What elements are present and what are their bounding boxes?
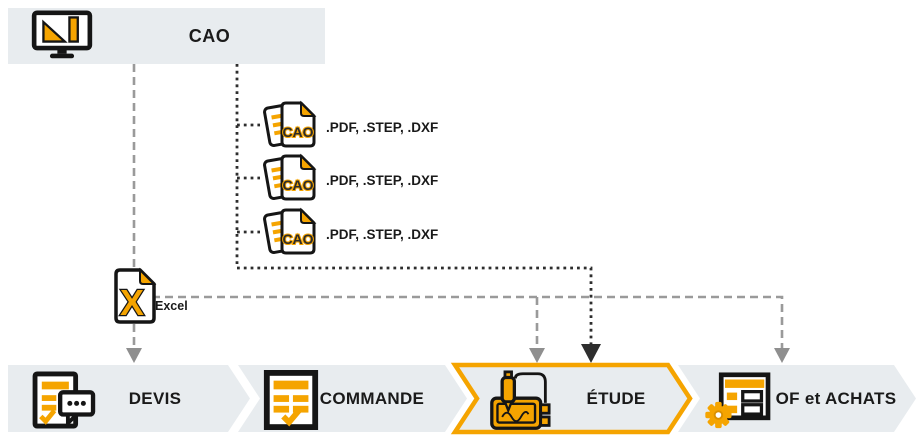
arrowhead-of [774,348,790,363]
cad-file-icon: CAO [260,153,320,208]
cad-file-row: CAO .PDF, .STEP, .DXF [260,153,490,208]
connector-cao-to-etude [235,64,593,344]
step-label-commande: COMMANDE [319,389,425,408]
cad-file-row: CAO .PDF, .STEP, .DXF [260,207,490,262]
file-formats-text: .PDF, .STEP, .DXF [326,172,439,188]
cad-file-badge: CAO [282,124,313,140]
gear-icon [705,401,732,429]
arrowhead-devis [126,348,142,363]
cad-file-icon: CAO [260,100,320,155]
step-label-etude: ÉTUDE [586,389,646,408]
excel-x-badge: X [120,282,144,323]
cad-file-badge: CAO [282,177,313,193]
devis-quote-icon [30,371,100,434]
cad-file-badge: CAO [282,231,313,247]
file-formats-text: .PDF, .STEP, .DXF [326,226,439,242]
cad-file-icon: CAO [260,207,320,262]
connector-excel-to-of [152,295,784,348]
step-label-of-achats: OF et ACHATS [775,389,897,408]
step-label-devis: DEVIS [128,389,182,408]
excel-label: Excel [155,299,188,313]
cao-source-box: CAO [8,8,325,64]
arrowhead-etude-black [581,344,601,363]
excel-file-icon: X [110,266,200,328]
of-achats-workorder-gear-icon [702,372,776,435]
etude-drawing-tablet-icon [486,370,554,437]
cad-monitor-icon [30,10,94,62]
cao-box-title: CAO [188,25,231,46]
cad-file-row: CAO .PDF, .STEP, .DXF [260,100,490,155]
file-formats-text: .PDF, .STEP, .DXF [326,119,439,135]
arrowhead-etude-gray [529,348,545,363]
commande-order-icon [263,370,319,435]
